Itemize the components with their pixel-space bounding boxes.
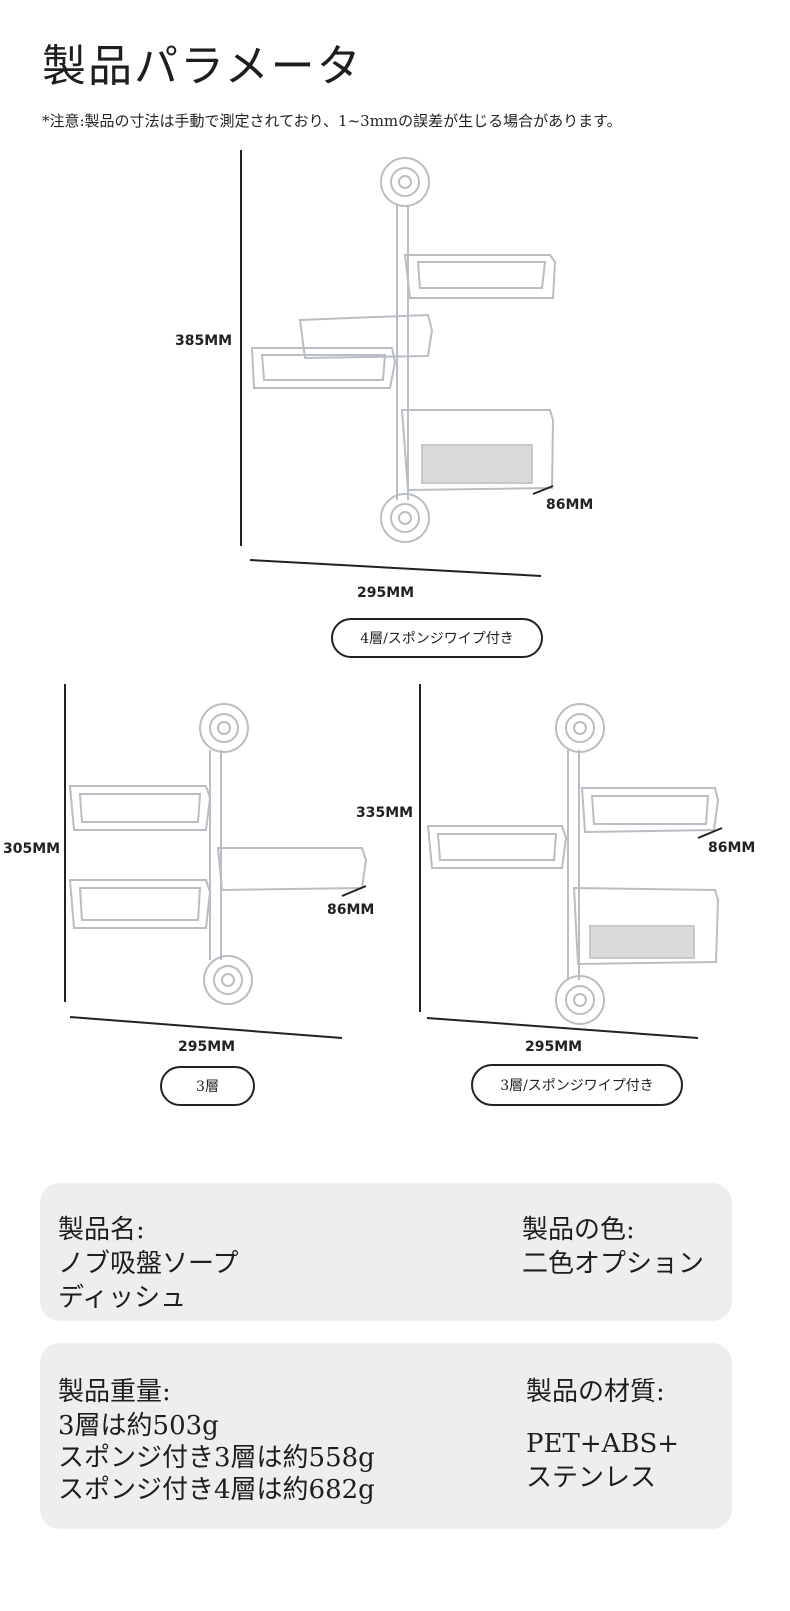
height-label-left: 305MM (3, 841, 61, 857)
weight-value-3-tier-sponge: スポンジ付き3層は約558g (58, 1443, 375, 1473)
spec-card-name-color: 製品名: ノブ吸盤ソープ ディッシュ 製品の色: 二色オプション (40, 1183, 732, 1321)
width-label-right: 295MM (525, 1039, 583, 1055)
depth-label-right: 86MM (708, 840, 756, 856)
depth-label-left: 86MM (327, 902, 375, 918)
product-material-label: 製品の材質: (526, 1377, 665, 1407)
depth-line-top (532, 485, 554, 495)
product-material-value: PET+ABS+ ステンレス (526, 1429, 680, 1493)
depth-label-top: 86MM (546, 497, 594, 513)
sponge-shape (589, 925, 695, 959)
sponge-shape (421, 444, 533, 484)
width-label-left: 295MM (178, 1039, 236, 1055)
width-line-top (249, 559, 542, 577)
depth-line-right (697, 827, 723, 839)
weight-value-3-tier: 3層は約503g (58, 1411, 219, 1441)
height-label-top: 385MM (175, 333, 233, 349)
width-label-top: 295MM (357, 585, 415, 601)
product-3-tier-illustration (68, 703, 368, 1005)
measurement-note: *注意:製品の寸法は手動で測定されており、1~3mmの誤差が生じる場合があります… (42, 112, 622, 130)
width-line-right (426, 1017, 699, 1039)
variant-badge-left: 3層 (160, 1066, 255, 1106)
product-3-tier-sponge-illustration (426, 703, 720, 1025)
product-color-label: 製品の色: (522, 1215, 635, 1245)
product-color-value: 二色オプション (522, 1249, 705, 1279)
page-title: 製品パラメータ (42, 41, 363, 92)
height-label-right: 335MM (356, 805, 414, 821)
depth-line-left (341, 885, 367, 897)
weight-value-4-tier-sponge: スポンジ付き4層は約682g (58, 1475, 375, 1505)
product-diagrams (64, 150, 723, 1039)
variant-badge-top: 4層/スポンジワイプ付き (331, 618, 543, 658)
product-weight-label: 製品重量: (58, 1377, 171, 1407)
product-4-tier-illustration (250, 157, 557, 543)
variant-badge-right: 3層/スポンジワイプ付き (471, 1064, 683, 1106)
product-name-value: ノブ吸盤ソープ ディッシュ (58, 1249, 239, 1313)
product-name-label: 製品名: (58, 1215, 145, 1245)
width-line-left (69, 1016, 343, 1039)
spec-card-weight-material: 製品重量: 3層は約503g スポンジ付き3層は約558g スポンジ付き4層は約… (40, 1343, 732, 1529)
